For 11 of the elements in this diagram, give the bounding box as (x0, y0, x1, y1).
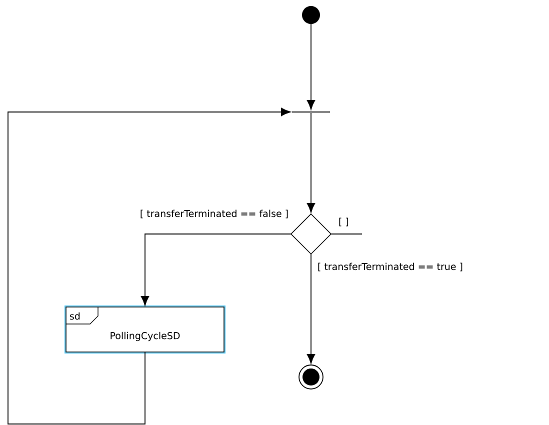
arrow (8, 108, 291, 424)
edge-label: [ transferTerminated == false ] (138, 208, 290, 220)
final-node (298, 364, 324, 390)
edge-label: [ ] (337, 216, 350, 228)
edge-label: [ transferTerminated == true ] (316, 262, 464, 272)
frame-box: sd PollingCycleSD (64, 306, 226, 354)
arrow (306, 254, 316, 364)
initial-node (302, 6, 320, 24)
arrow (306, 112, 316, 213)
arrow (306, 24, 316, 110)
arrow (140, 234, 292, 306)
